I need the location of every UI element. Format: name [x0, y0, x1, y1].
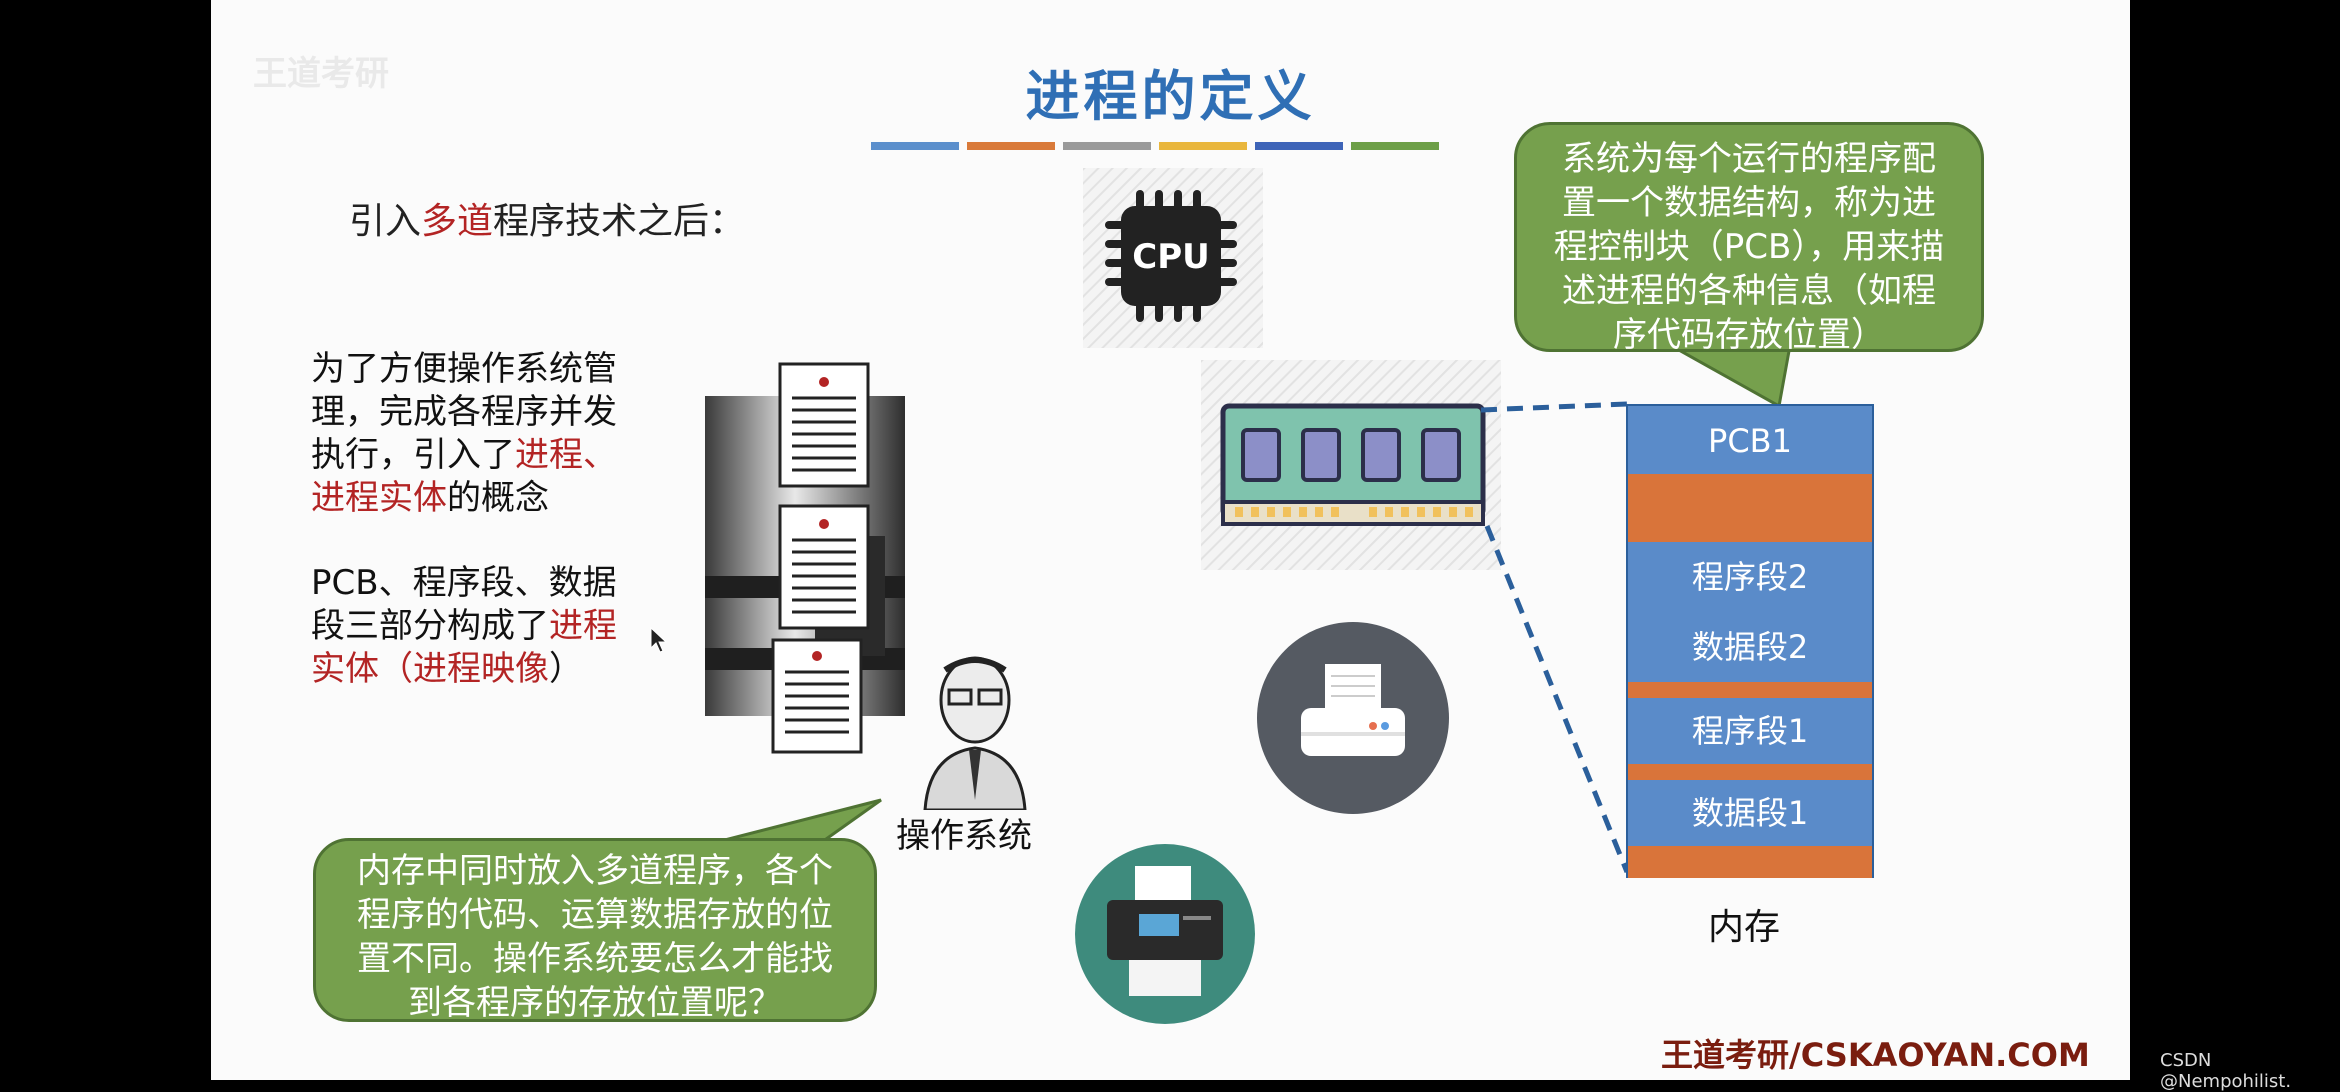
- ram-module-icon: [1220, 403, 1486, 526]
- process-concept-text: 为了方便操作系统管 理，完成各程序并发 执行，引入了进程、 进程实体的概念: [311, 349, 617, 518]
- color-bar: [1063, 142, 1151, 150]
- bubble-top-tail: [1657, 340, 1793, 409]
- color-bar-strip: [871, 142, 1439, 150]
- watermark-logo: 王道考研: [253, 54, 389, 94]
- color-bar: [967, 142, 1055, 150]
- os-label: 操作系统: [896, 816, 1032, 856]
- slide: 王道考研 进程的定义 引入多道程序技术之后： CPU 为了方便操作系统管 理，完…: [211, 0, 2130, 1080]
- mouse-cursor-icon: [650, 626, 668, 653]
- process-entity-text: PCB、程序段、数据 段三部分构成了进程 实体（进程映像）: [311, 563, 617, 689]
- memory-block: 数据段1: [1626, 780, 1874, 846]
- server-with-documents-icon: [705, 362, 905, 754]
- memory-gap: [1626, 474, 1874, 542]
- memory-block: 程序段1: [1626, 698, 1874, 764]
- color-bar: [871, 142, 959, 150]
- memory-gap: [1626, 846, 1874, 878]
- multifunction-printer-icon: [1075, 844, 1255, 1024]
- csdn-watermark: CSDN @Nempohilist.: [2160, 1050, 2292, 1092]
- operating-system-person-icon: [923, 656, 1027, 810]
- slide-title: 进程的定义: [1025, 65, 1316, 128]
- memory-question-bubble: 内存中同时放入多道程序，各个 程序的代码、运算数据存放的位 置不同。操作系统要怎…: [313, 838, 877, 1023]
- cpu-label: CPU: [1132, 237, 1209, 277]
- memory-block: 数据段2: [1626, 612, 1874, 682]
- pcb-explanation-bubble: 系统为每个运行的程序配 置一个数据结构，称为进 程控制块（PCB），用来描 述进…: [1514, 122, 1984, 355]
- memory-block: PCB1: [1626, 404, 1874, 474]
- memory-block: 程序段2: [1626, 542, 1874, 612]
- memory-gap: [1626, 682, 1874, 698]
- memory-gap: [1626, 764, 1874, 780]
- color-bar: [1159, 142, 1247, 150]
- color-bar: [1255, 142, 1343, 150]
- color-bar: [1351, 142, 1439, 150]
- memory-connector-lines: [1481, 401, 1630, 873]
- document-icon: [778, 362, 870, 488]
- cpu-icon: CPU: [1105, 190, 1237, 322]
- intro-text: 引入多道程序技术之后：: [349, 201, 746, 242]
- memory-label: 内存: [1708, 907, 1781, 948]
- footer-brand: 王道考研/CSKAOYAN.COM: [1661, 1036, 2090, 1074]
- printer-icon: [1257, 622, 1449, 814]
